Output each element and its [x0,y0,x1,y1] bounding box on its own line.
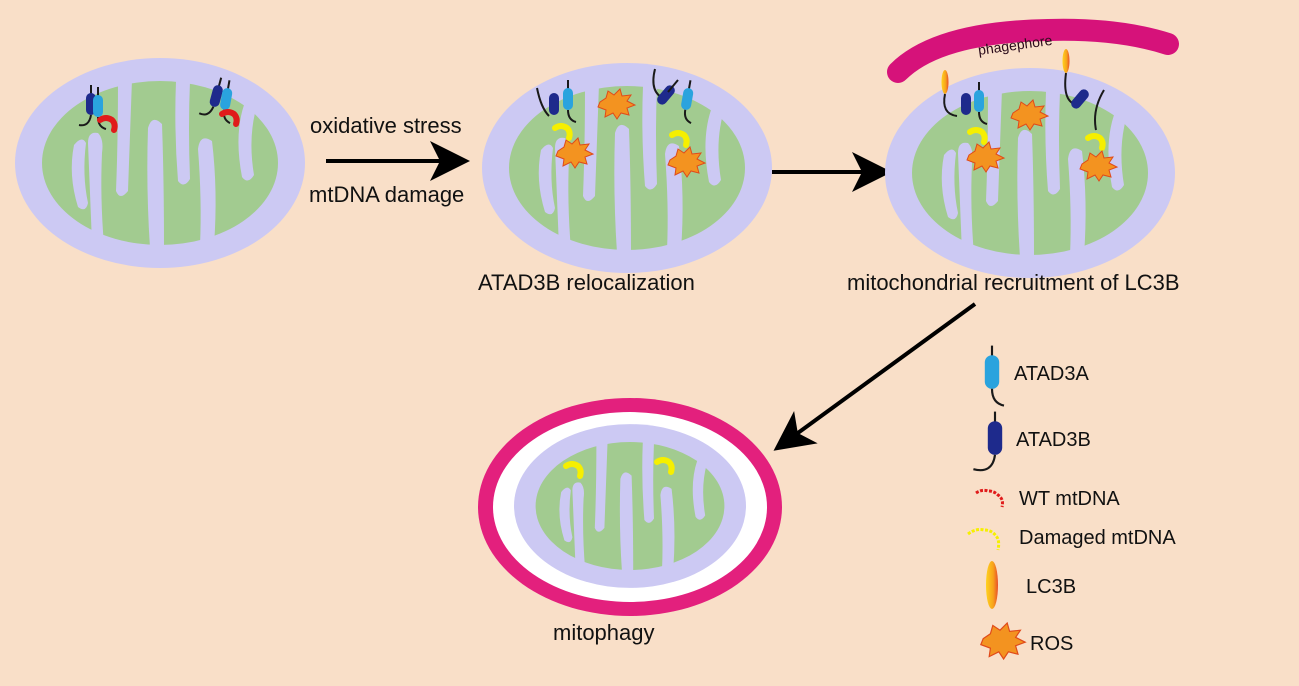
legend: ATAD3A ATAD3B WT mtDNA Damaged mtDNA LC3… [967,345,1176,660]
atad3b-icon [973,411,1003,472]
damaged-mtdna-icon [967,528,1001,551]
legend-label: Damaged mtDNA [1019,527,1176,549]
legend-item-lc3b: LC3B [986,561,1076,609]
atad3b-protein [536,87,559,117]
lc3b-icon [986,561,998,609]
step-label-recruitment: mitochondrial recruitment of LC3B [847,270,1180,295]
legend-label: LC3B [1026,576,1076,598]
mitochondrion-body [15,58,305,268]
legend-label: ATAD3A [1014,363,1089,385]
atad3a-icon [984,345,1005,407]
atad3a-tail [1094,89,1105,131]
mitochondrion-body [482,63,772,273]
arrow-oxidative-stress: oxidative stress mtDNA damage [309,113,470,207]
lc3b [1062,49,1070,73]
legend-item-atad3a: ATAD3A [984,345,1089,407]
mitochondrion-recruitment: phagephore [885,18,1179,278]
legend-item-wt-mtdna: WT mtDNA [975,488,1120,510]
legend-item-ros: ROS [980,622,1073,660]
mitochondrion-body [514,424,746,588]
arrow-label-oxidative-stress: oxidative stress [310,113,462,138]
wt-mtdna-icon [975,488,1004,508]
step-label-relocalization: ATAD3B relocalization [478,270,695,295]
ros-icon [980,622,1026,660]
arrow-recruitment-to-mitophagy [773,302,977,451]
mitochondrion-normal [15,58,305,268]
arrow-label-mtdna-damage: mtDNA damage [309,182,464,207]
mitochondrion-body [885,68,1175,278]
phagophore: phagephore [887,18,1179,83]
legend-item-damaged-mtdna: Damaged mtDNA [967,527,1176,551]
legend-label: ATAD3B [1016,429,1091,451]
atad3b-protein [1071,89,1089,109]
legend-label: WT mtDNA [1019,488,1120,510]
mitochondrion-relocalization [482,63,772,273]
lc3b [941,70,949,94]
legend-label: ROS [1030,633,1073,655]
legend-item-atad3b: ATAD3B [973,411,1091,472]
atad3b-protein [961,93,971,115]
atad3b-protein [652,68,679,105]
mitochondrion-mitophagy [478,398,782,616]
step-label-mitophagy: mitophagy [553,620,655,645]
